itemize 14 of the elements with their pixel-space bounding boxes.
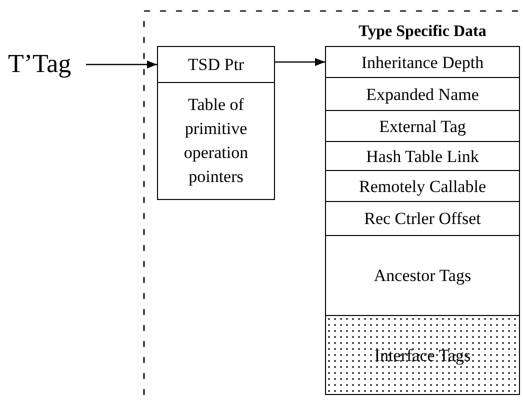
pointer-cell: TSD Ptr (157, 46, 275, 83)
record-field: Ancestor Tags (325, 235, 520, 316)
record-heading: Type Specific Data (358, 22, 488, 42)
record-field: Remotely Callable (325, 170, 520, 202)
table-cell: Table of primitive operation pointers (157, 82, 275, 200)
record-field: Hash Table Link (325, 141, 520, 171)
record-field: Expanded Name (325, 77, 520, 111)
record-field: Inheritance Depth (325, 46, 520, 78)
tag-label: T’Tag (8, 44, 88, 84)
record-field: Interface Tags (325, 315, 520, 395)
record-field: External Tag (325, 110, 520, 142)
arrow (86, 60, 157, 68)
record-field: Rec Ctrler Offset (325, 201, 520, 236)
arrow (275, 58, 325, 66)
